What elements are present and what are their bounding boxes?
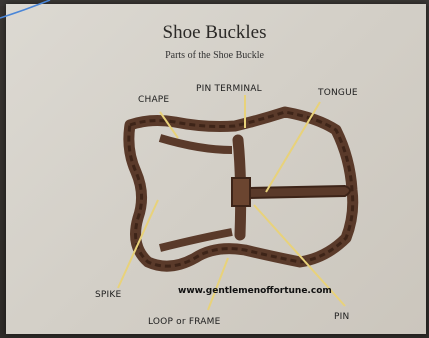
buckle-tongue: [250, 186, 350, 198]
blue-pen-mark: [0, 0, 50, 18]
page-title: Shoe Buckles: [0, 22, 429, 44]
label-tongue: TONGUE: [318, 88, 358, 98]
pointer-loop: [208, 258, 228, 310]
label-pin: PIN: [334, 312, 349, 322]
website-url: www.gentlemenoffortune.com: [178, 286, 332, 296]
page-subtitle: Parts of the Shoe Buckle: [0, 50, 429, 61]
label-pin-terminal: PIN TERMINAL: [196, 84, 262, 94]
label-spike: SPIKE: [95, 290, 121, 300]
label-chape: CHAPE: [138, 95, 169, 105]
buckle-center-box: [232, 178, 250, 206]
label-loop-or-frame: LOOP or FRAME: [148, 317, 221, 327]
